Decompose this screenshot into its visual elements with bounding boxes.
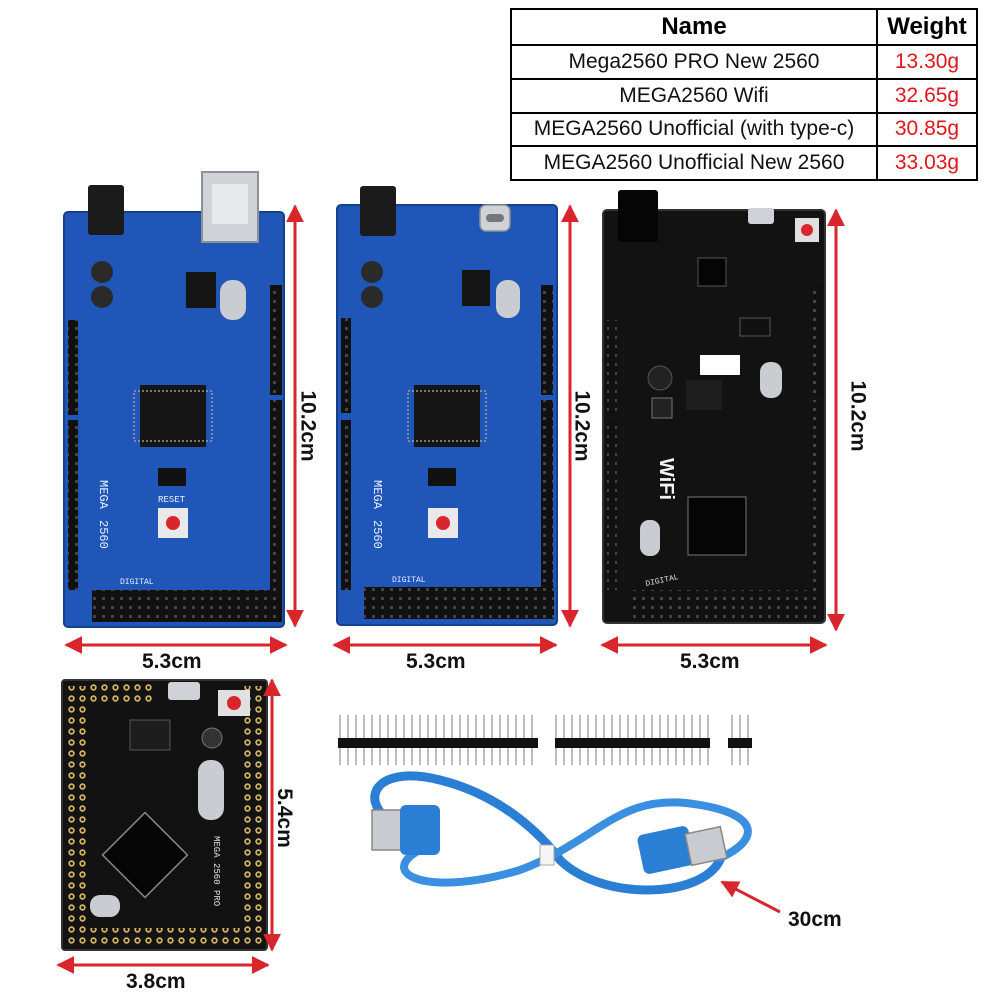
pin-header-short [728, 715, 752, 765]
table-row: MEGA2560 Unofficial (with type-c) 30.85g [510, 111, 978, 148]
board1-width-label: 5.3cm [142, 650, 202, 673]
row-weight: 30.85g [876, 111, 978, 148]
table-row: MEGA2560 Wifi 32.65g [510, 77, 978, 114]
weight-table-header-row: Name Weight [510, 8, 978, 46]
board-mega2560-blue-usb-b: MEGA 2560 RESET DIGITAL [63, 171, 285, 628]
board2-mega-label: MEGA [370, 480, 384, 510]
row-name: MEGA2560 Wifi [510, 77, 878, 114]
column-header-name: Name [510, 8, 878, 46]
board-mega2560-blue-type-c: MEGA 2560 DIGITAL [336, 186, 558, 626]
board1-reset-label: RESET [158, 495, 186, 505]
board1-digital-label: DIGITAL [120, 578, 154, 587]
weight-table: Name Weight Mega2560 PRO New 2560 13.30g… [510, 8, 978, 181]
board4-pro-label: MEGA 2560 PRO [211, 836, 221, 906]
pro-width-label: 3.8cm [126, 970, 186, 993]
board2-width-label: 5.3cm [406, 650, 466, 673]
row-name: MEGA2560 Unofficial (with type-c) [510, 111, 878, 148]
usb-cable [370, 771, 752, 895]
pin-header-long-2 [555, 715, 710, 765]
pin-header-long-1 [338, 715, 538, 765]
board3-wifi-label: WiFi [655, 458, 677, 500]
board-mega2560-wifi-black: WiFi DIGITAL [602, 190, 826, 624]
pin-headers [338, 715, 752, 765]
board1-mega-label: MEGA [96, 480, 110, 510]
board1-model-label: 2560 [96, 520, 110, 549]
row-weight: 13.30g [876, 44, 978, 80]
board2-height-label: 10.2cm [570, 390, 594, 462]
board2-model-label: 2560 [370, 520, 384, 549]
board1-height-label: 10.2cm [296, 390, 320, 462]
cable-length-label: 30cm [788, 908, 842, 931]
board2-digital-label: DIGITAL [392, 576, 426, 585]
row-weight: 32.65g [876, 77, 978, 114]
board3-height-label: 10.2cm [846, 380, 870, 452]
table-row: Mega2560 PRO New 2560 13.30g [510, 44, 978, 80]
table-row: MEGA2560 Unofficial New 2560 33.03g [510, 145, 978, 181]
row-weight: 33.03g [876, 145, 978, 181]
pro-height-label: 5.4cm [272, 788, 296, 848]
row-name: MEGA2560 Unofficial New 2560 [510, 145, 878, 181]
board-mega2560-pro: MEGA 2560 PRO [61, 679, 268, 951]
dimension-arrows [56, 204, 845, 974]
board3-width-label: 5.3cm [680, 650, 740, 673]
column-header-weight: Weight [876, 8, 978, 46]
row-name: Mega2560 PRO New 2560 [510, 44, 878, 80]
